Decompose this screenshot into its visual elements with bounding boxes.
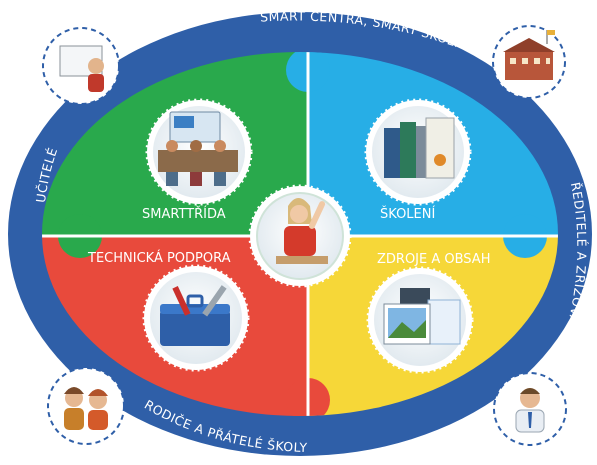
books-certificate-icon xyxy=(364,98,472,206)
classroom-photo-icon xyxy=(145,98,253,206)
parents-icon xyxy=(47,367,125,445)
student-raising-hand-icon xyxy=(248,184,352,288)
teacher-at-board-icon xyxy=(42,27,120,105)
director-icon xyxy=(493,372,567,446)
label-skoleni: ŠKOLENÍ xyxy=(380,206,435,222)
label-technicka-podpora: TECHNICKÁ PODPORA xyxy=(87,250,231,266)
label-zdroje-a-obsah: ZDROJE A OBSAH xyxy=(377,252,490,267)
school-building-icon xyxy=(492,25,566,99)
label-smarttrida: SMARTTŘÍDA xyxy=(142,206,226,222)
media-gallery-icon xyxy=(366,266,474,374)
toolbox-icon xyxy=(142,264,250,372)
